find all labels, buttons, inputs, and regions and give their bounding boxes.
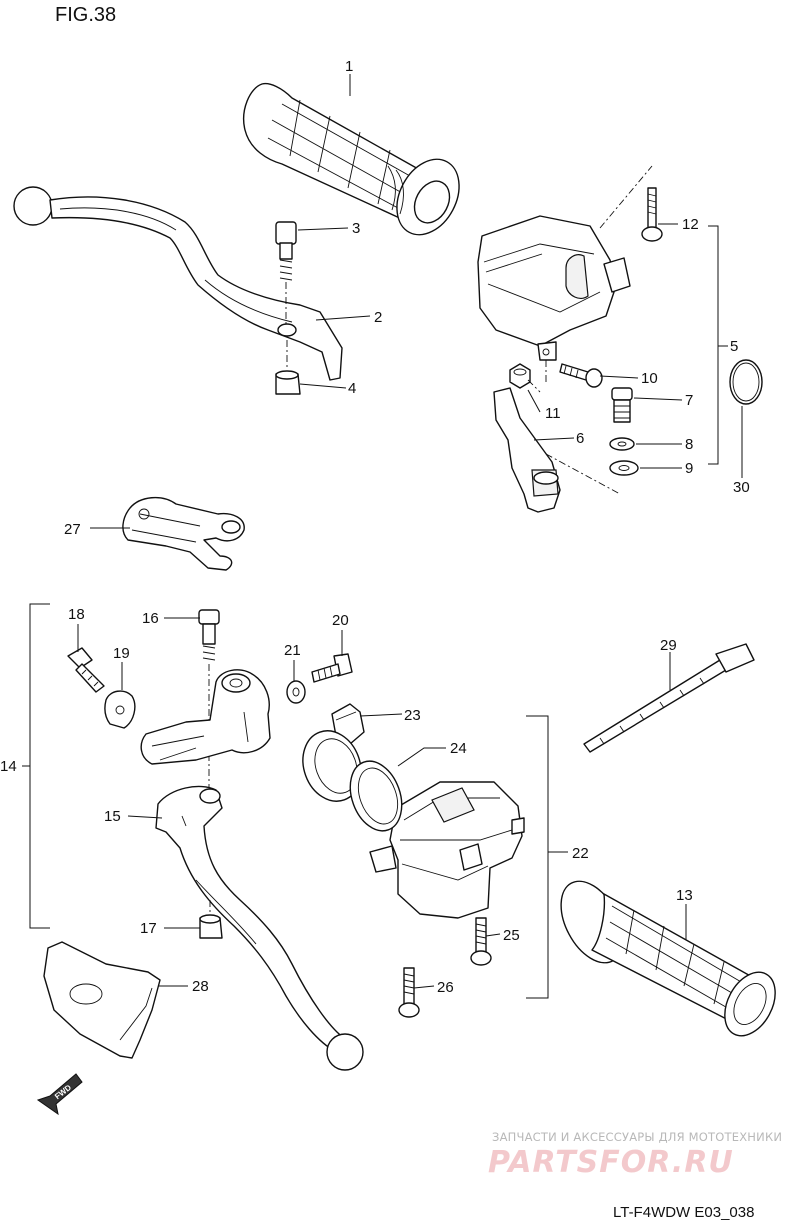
callout-13: 13 <box>676 887 693 904</box>
callout-7: 7 <box>685 392 693 409</box>
figure-code: LT-F4WDW E03_038 <box>613 1204 754 1221</box>
figure-title: FIG.38 <box>55 4 116 26</box>
part-5-switch-housing <box>477 165 653 361</box>
callout-9: 9 <box>685 460 693 477</box>
part-30-o-ring <box>729 359 763 405</box>
callout-27: 27 <box>64 521 81 538</box>
callout-4: 4 <box>348 380 356 397</box>
part-14-lever-holder <box>140 669 271 765</box>
leader-lines <box>22 74 743 999</box>
part-4-nut <box>275 340 301 395</box>
callout-17: 17 <box>140 920 157 937</box>
callout-25: 25 <box>503 927 520 944</box>
part-28-cover <box>43 941 161 1059</box>
part-20-bolt <box>311 653 353 683</box>
part-27-bracket <box>122 497 245 571</box>
part-7-bolt <box>611 387 633 423</box>
callout-3: 3 <box>352 220 360 237</box>
part-8-washer <box>609 437 635 451</box>
part-29-cable-tie <box>583 643 755 753</box>
part-24-ring <box>302 730 403 832</box>
part-26-screw <box>398 967 420 1018</box>
part-21-washer <box>286 680 306 704</box>
part-9-washer <box>609 460 639 476</box>
callout-6: 6 <box>576 430 584 447</box>
part-22-switch-assembly <box>369 781 525 919</box>
part-1-grip <box>243 82 460 236</box>
part-13-grip <box>560 880 776 1037</box>
part-12-screw <box>641 187 663 242</box>
part-18-screw <box>67 647 105 693</box>
callout-29: 29 <box>660 637 677 654</box>
callout-numbers: 1 2 3 4 5 6 7 8 9 10 11 12 13 14 15 16 1… <box>0 58 750 996</box>
part-25-screw <box>470 917 492 966</box>
part-6-throttle-lever <box>493 387 621 513</box>
callout-28: 28 <box>192 978 209 995</box>
callout-22: 22 <box>572 845 589 862</box>
part-15-clutch-lever <box>155 785 364 1071</box>
callout-8: 8 <box>685 436 693 453</box>
callout-23: 23 <box>404 707 421 724</box>
callout-10: 10 <box>641 370 658 387</box>
callout-20: 20 <box>332 612 349 629</box>
callout-21: 21 <box>284 642 301 659</box>
part-2-brake-lever <box>13 186 343 381</box>
part-17-nut <box>199 900 223 939</box>
watermark-brand: PARTSFOR.RU <box>488 1145 734 1180</box>
watermark-tagline: ЗАПЧАСТИ И АКСЕССУАРЫ ДЛЯ МОТОТЕХНИКИ <box>492 1130 782 1144</box>
callout-2: 2 <box>374 309 382 326</box>
callout-16: 16 <box>142 610 159 627</box>
callout-14: 14 <box>0 758 17 775</box>
part-19-cap <box>104 690 136 729</box>
part-3-pivot-bolt <box>275 221 297 326</box>
callout-5: 5 <box>730 338 738 355</box>
callout-1: 1 <box>345 58 353 75</box>
callout-18: 18 <box>68 606 85 623</box>
part-10-screw <box>559 363 603 388</box>
callout-15: 15 <box>104 808 121 825</box>
fwd-arrow-icon: FWD <box>36 1073 83 1116</box>
part-11-nut <box>509 360 547 393</box>
callout-12: 12 <box>682 216 699 233</box>
callout-11: 11 <box>545 405 561 422</box>
callout-26: 26 <box>437 979 454 996</box>
callout-24: 24 <box>450 740 467 757</box>
callout-30: 30 <box>733 479 750 496</box>
callout-19: 19 <box>113 645 130 662</box>
